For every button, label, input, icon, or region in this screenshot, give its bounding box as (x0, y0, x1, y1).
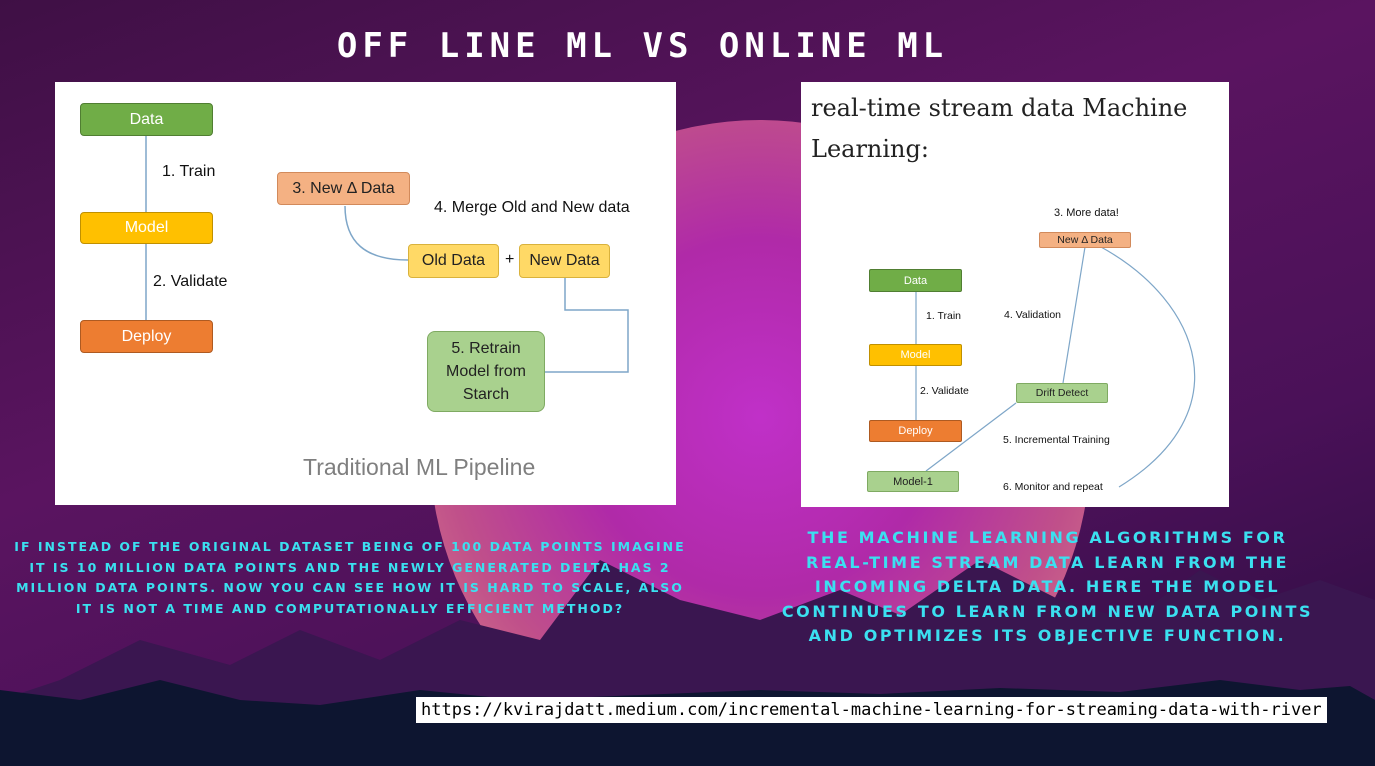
validate-label: 2. Validate (153, 273, 228, 290)
new-delta-box: 3. New Δ Data (277, 172, 410, 205)
data-box: Data (80, 103, 213, 136)
stream-validation-label: 4. Validation (1004, 309, 1062, 321)
stream-validate-label: 2. Validate (920, 385, 969, 397)
diagram-caption: Traditional ML Pipeline (303, 454, 536, 480)
stream-new-delta-box: New Δ Data (1039, 232, 1131, 248)
incremental-training-label: 5. Incremental Training (1003, 434, 1110, 446)
new-data-box: New Data (519, 244, 610, 278)
traditional-pipeline-diagram: Data Model Deploy 1. Train 2. Validate 3… (55, 82, 676, 505)
online-explanation-text: The machine learning algorithms for real… (781, 528, 1314, 645)
deploy-box: Deploy (80, 320, 213, 353)
retrain-box: 5. Retrain Model from Starch (427, 331, 545, 412)
more-data-label: 3. More data! (1054, 207, 1119, 219)
stream-deploy-box: Deploy (869, 420, 962, 442)
train-label: 1. Train (162, 163, 216, 180)
model1-box: Model-1 (867, 471, 959, 492)
offline-explanation-text: If instead of the original dataset being… (14, 539, 686, 616)
stream-model-box: Model (869, 344, 962, 366)
streaming-connector-lines (915, 246, 1196, 488)
model-box: Model (80, 212, 213, 244)
drift-detect-box: Drift Detect (1016, 383, 1108, 403)
streaming-heading: real-time stream data Machine Learning: (811, 94, 1188, 163)
stream-train-label: 1. Train (926, 310, 962, 322)
source-url[interactable]: https://kvirajdatt.medium.com/incrementa… (416, 697, 1327, 723)
page-title: OFF LINE ML VS ONLINE ML (336, 26, 949, 66)
monitor-label: 6. Monitor and repeat (1003, 481, 1103, 493)
streaming-pipeline-diagram: real-time stream data Machine Learning: … (801, 82, 1229, 507)
plus-sign: + (505, 251, 515, 268)
old-data-box: Old Data (408, 244, 499, 278)
stream-data-box: Data (869, 269, 962, 292)
connector-lines (145, 136, 629, 373)
merge-label: 4. Merge Old and New data (434, 199, 630, 216)
